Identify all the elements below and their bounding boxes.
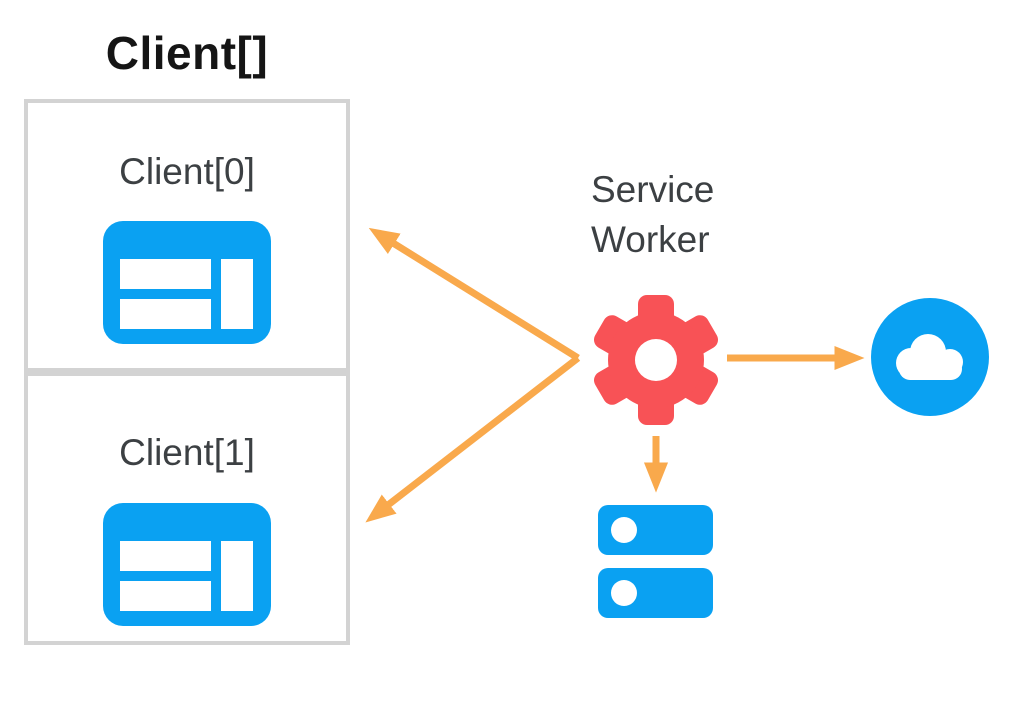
client-box-1: Client[1] [24,372,350,645]
cloud-shape [896,334,963,380]
database-lights [611,517,637,606]
browser-window-panes [120,259,253,329]
database-icon [598,505,713,618]
service-worker-label: Service Worker [591,165,714,265]
arrow-lines [365,227,865,523]
browser-window-icon [103,503,271,626]
browser-window-icon [103,221,271,344]
browser-window-panes [120,541,253,611]
gear-hole [635,339,677,381]
gear-icon [594,295,718,425]
client-box-0: Client[0] [24,99,350,372]
client-0-label: Client[0] [119,151,255,192]
arrow-to-client1 [365,355,581,523]
client-1-label: Client[1] [119,432,255,473]
cloud-icon [871,298,989,416]
clients-array-title: Client[] [105,27,269,79]
service-worker-label-line1: Service [591,169,715,210]
arrow-to-client0 [368,227,580,361]
service-worker-label-line2: Worker [591,219,710,260]
